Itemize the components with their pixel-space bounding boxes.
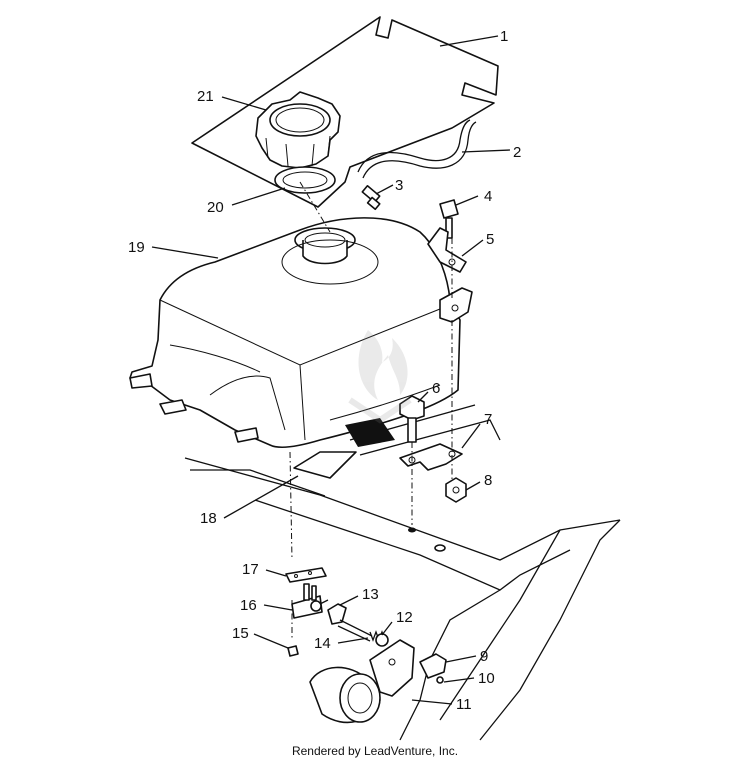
callout-14: 14 (314, 635, 331, 652)
hole-mark (408, 527, 416, 533)
callout-21: 21 (197, 88, 214, 105)
part-21-fuel-cap (255, 91, 341, 169)
callout-7: 7 (484, 411, 492, 428)
part-4-bolt (439, 199, 459, 239)
callout-17: 17 (242, 561, 259, 578)
part-1-pad (191, 16, 499, 208)
callout-18: 18 (200, 510, 217, 527)
part-8-nut (445, 477, 467, 503)
part-20-gasket (274, 166, 336, 194)
callout-19: 19 (128, 239, 145, 256)
part-3-vent-fitting (361, 184, 381, 211)
callout-3: 3 (395, 177, 403, 194)
footer-credit: Rendered by LeadVenture, Inc. (291, 744, 459, 758)
callout-2: 2 (513, 144, 521, 161)
callout-8: 8 (484, 472, 492, 489)
callout-13: 13 (362, 586, 379, 603)
part-9-cap (419, 653, 447, 679)
callout-10: 10 (478, 670, 495, 687)
part-18-pad (293, 451, 357, 479)
callout-labels: 1 2 3 4 5 6 7 8 9 10 11 12 13 14 15 16 1… (128, 28, 521, 713)
callout-4: 4 (484, 188, 492, 205)
callout-6: 6 (432, 380, 440, 397)
callout-11: 11 (456, 696, 472, 713)
part-12-knob (375, 633, 389, 647)
part-19-fuel-tank (129, 217, 473, 448)
callout-16: 16 (240, 597, 257, 614)
callout-1: 1 (500, 28, 508, 45)
part-7-bracket (399, 443, 463, 471)
leader-lines (151, 35, 511, 705)
part-13-fuel-line (327, 603, 373, 642)
part-11-mount (309, 639, 415, 724)
callout-15: 15 (232, 625, 249, 642)
part-16-fuel-valve (291, 583, 329, 619)
callout-9: 9 (480, 648, 488, 665)
callout-12: 12 (396, 609, 413, 626)
part-17-plate (285, 567, 327, 583)
frame (184, 404, 621, 741)
part-10-screw (436, 676, 444, 684)
watermark-logo (348, 330, 412, 424)
callout-5: 5 (486, 231, 494, 248)
callout-20: 20 (207, 199, 224, 216)
alignment-lines (289, 181, 453, 640)
part-2-vent-hose (357, 119, 477, 179)
part-15-screw (287, 645, 299, 657)
